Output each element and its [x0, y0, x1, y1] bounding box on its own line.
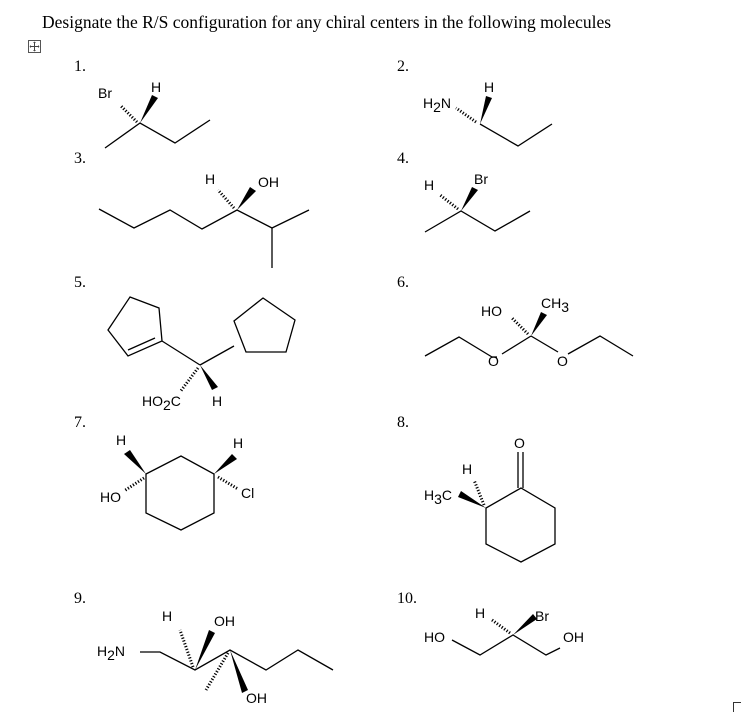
label-br: Br: [98, 85, 112, 101]
molecule-9: H2N H OH OH: [97, 608, 334, 706]
label-o: O: [514, 435, 525, 451]
problem-number: 3.: [74, 150, 86, 167]
label-cl: Cl: [241, 485, 254, 501]
molecule-4: H Br: [424, 171, 531, 233]
label-o: O: [557, 353, 568, 369]
problem-number: 6.: [397, 274, 409, 291]
page-corner-mark: [733, 702, 741, 712]
label-oh: OH: [563, 629, 584, 645]
label-h: H: [424, 177, 434, 193]
label-br: Br: [535, 608, 549, 624]
label-ch3: CH3: [541, 295, 569, 315]
label-h: H: [212, 393, 222, 409]
molecule-8: O H H3C: [424, 435, 556, 563]
problem-number: 2.: [397, 58, 409, 75]
molecule-3: H OH: [98, 171, 310, 268]
problem-number: 10.: [397, 590, 417, 607]
label-h: H: [484, 79, 494, 95]
label-o: O: [488, 353, 499, 369]
label-oh: OH: [246, 690, 267, 706]
label-h3c: H3C: [424, 487, 452, 507]
problem-number: 4.: [397, 150, 409, 167]
label-ho: HO: [424, 629, 445, 645]
molecule-1: Br H: [98, 79, 211, 149]
label-h2n: H2N: [423, 95, 451, 115]
molecule-7: H HO H Cl: [100, 432, 254, 531]
move-handle-icon[interactable]: [28, 40, 41, 53]
problem-number: 1.: [74, 58, 86, 75]
molecule-6: HO CH3 O O: [424, 295, 634, 369]
label-br: Br: [474, 171, 488, 187]
problem-number: 7.: [74, 414, 86, 431]
molecule-5: HO2C H: [107, 296, 296, 413]
molecule-10: HO H Br OH: [424, 605, 584, 656]
molecule-2: H2N H: [423, 79, 553, 147]
label-h2n: H2N: [97, 643, 125, 663]
label-h: H: [151, 79, 161, 95]
label-h: H: [462, 461, 472, 477]
problem-number: 8.: [397, 414, 409, 431]
label-oh: OH: [214, 613, 235, 629]
label-ho: HO: [481, 303, 502, 319]
label-oh: OH: [258, 174, 279, 190]
label-h: H: [233, 435, 243, 451]
question-title: Designate the R/S configuration for any …: [42, 12, 612, 32]
label-h: H: [116, 432, 126, 448]
label-h: H: [475, 605, 485, 621]
label-ho2c: HO2C: [142, 393, 181, 413]
label-h: H: [205, 171, 215, 187]
problem-number: 5.: [74, 274, 86, 291]
problem-number: 9.: [74, 590, 86, 607]
label-h: H: [162, 608, 172, 624]
label-ho: HO: [100, 489, 121, 505]
